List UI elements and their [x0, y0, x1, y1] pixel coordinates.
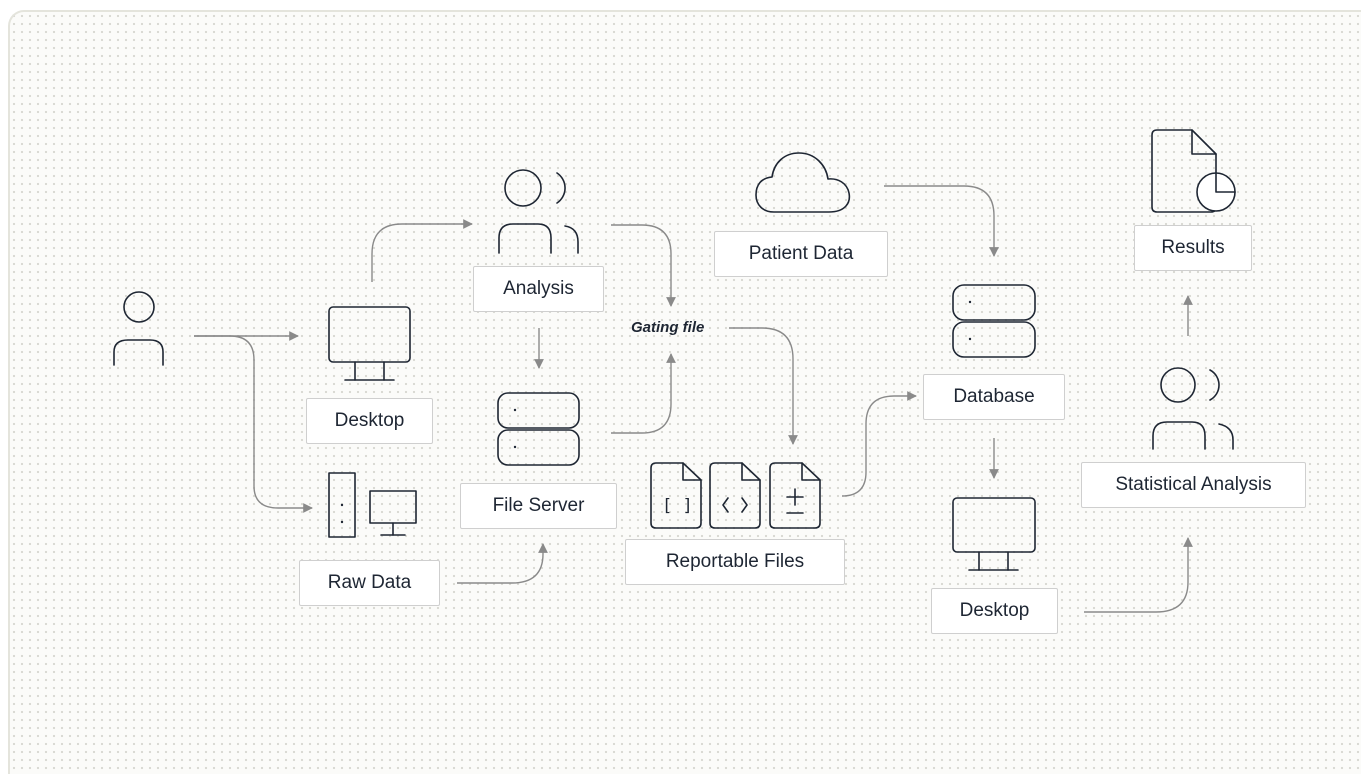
cloud-icon — [755, 152, 851, 213]
statistical-analysis-label: Statistical Analysis — [1081, 462, 1306, 508]
users-icon — [498, 169, 579, 254]
connector-gating-reportable — [729, 327, 798, 445]
connectors — [194, 185, 1193, 613]
connector-desktop-analysis — [371, 219, 473, 282]
desktop-label: Desktop — [306, 398, 433, 444]
patient-data-label: Patient Data — [714, 231, 888, 277]
connector-analysis-gating — [611, 224, 676, 307]
analysis-label: Analysis — [473, 266, 604, 312]
json-file-icon: [ ] — [650, 462, 702, 529]
report-chart-icon — [1151, 129, 1236, 213]
connector-user-rawdata — [194, 335, 313, 513]
reportable-files-label: Reportable Files — [625, 539, 845, 585]
connector-cloud-database — [884, 185, 999, 257]
connector-desktop-stats — [1084, 537, 1193, 613]
database-icon — [952, 284, 1036, 358]
diagram-svg: [ ] — [113, 129, 1236, 613]
workstation-icon — [328, 472, 417, 538]
monitor-icon — [328, 306, 411, 381]
file-server-label: File Server — [460, 483, 617, 529]
user-icon — [113, 291, 164, 366]
diagram-canvas: [ ] — [8, 10, 1361, 774]
gating-file-label: Gating file — [631, 319, 705, 336]
diff-file-icon — [769, 462, 821, 529]
database-label: Database — [923, 374, 1065, 420]
raw-data-label: Raw Data — [299, 560, 440, 606]
monitor-icon-2 — [952, 497, 1036, 571]
desktop-label-2: Desktop — [931, 588, 1058, 634]
connector-fileserver-gating — [611, 353, 676, 434]
connector-rawdata-fileserver — [457, 543, 548, 584]
users-icon-2 — [1152, 367, 1234, 450]
results-label: Results — [1134, 225, 1252, 271]
connector-reportable-database — [841, 391, 917, 497]
code-file-icon — [709, 462, 761, 529]
svg-text:[ ]: [ ] — [662, 496, 693, 516]
server-icon — [497, 392, 580, 466]
